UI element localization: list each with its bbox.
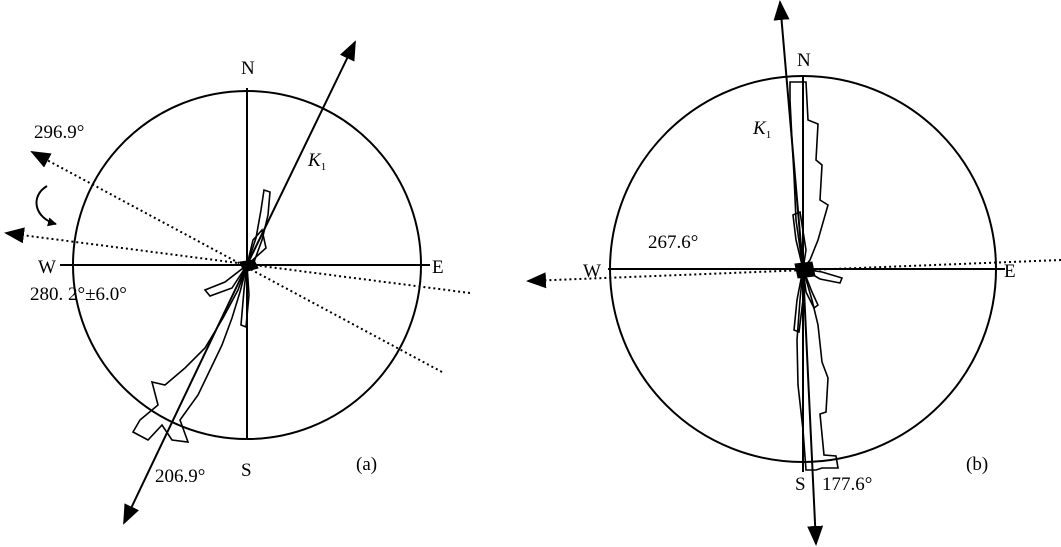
panel-a-caption: (a) [356,454,377,475]
panel-b-label-w: W [583,261,601,282]
panel-b-dotted-267 [526,259,1061,289]
panel-b-rose-petal-s [796,268,839,471]
panel-b-label-n: N [797,50,811,71]
panel-a-rose-petal-sw [131,264,248,443]
panel-a-angle-mean: 280. 2°±6.0° [30,284,127,305]
panel-b-rose-petal-ese [802,268,844,284]
panel-b-k1-tail-arrow [802,268,824,546]
panel-a-label-w: W [38,257,56,278]
panel-a-label-s: S [241,460,252,481]
panel-b: N S E W 267.6° 177.6° (b) K1 [526,0,1061,546]
panel-b-caption: (b) [966,454,988,475]
panel-b-angle-267: 267.6° [648,232,698,253]
panel-b-rose-petal-ssw [793,268,804,334]
panel-a-rotation-arrow [35,185,57,227]
panel-b-k1-label: K1 [752,118,771,141]
panel-a-label-e: E [432,257,444,278]
panel-a-k1-label: K1 [307,150,326,173]
panel-a-rose-petal-ssw [240,264,250,329]
panel-b-angle-177: 177.6° [822,474,872,495]
panel-a-angle-296: 296.9° [34,122,84,143]
panel-a-label-n: N [241,58,255,79]
panel-a-rose-petal-ne [245,228,267,268]
panel-a-k1-tail-arrow [123,264,248,525]
panel-a: N S E W 296.9° 280. 2°±6.0° 206.9° (a) K… [4,40,471,525]
panel-a-k1-arrow [246,40,356,266]
panel-b-k1-arrow [773,0,804,270]
panel-b-label-s: S [795,474,806,495]
panel-a-rose-petal-wsw [203,264,248,297]
panel-b-rose-petal-sse [802,268,819,310]
panel-b-rose-petal-nw [792,210,807,270]
panel-a-rose-petal-nne [245,188,271,267]
panel-b-label-e: E [1004,261,1016,282]
panel-a-angle-206: 206.9° [155,466,205,487]
